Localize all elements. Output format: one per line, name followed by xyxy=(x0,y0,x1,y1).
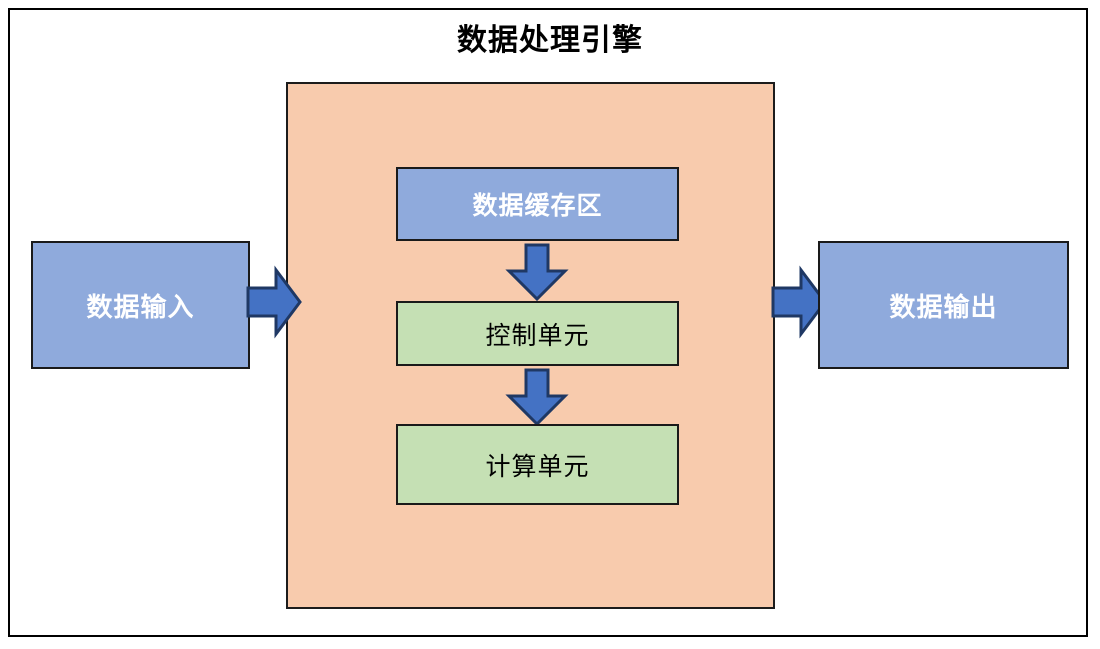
arrow-control-to-compute-icon xyxy=(505,368,569,427)
page-title: 数据处理引擎 xyxy=(457,24,643,57)
node-compute-unit[interactable]: 计算单元 xyxy=(396,424,679,505)
arrow-cache-to-control-icon xyxy=(505,243,569,302)
node-data-cache[interactable]: 数据缓存区 xyxy=(396,167,679,241)
node-control-unit[interactable]: 控制单元 xyxy=(396,301,679,366)
node-data-input[interactable]: 数据输入 xyxy=(31,241,250,369)
node-data-output[interactable]: 数据输出 xyxy=(818,241,1069,369)
arrow-engine-to-output-icon xyxy=(771,265,827,339)
arrow-input-to-engine-icon xyxy=(246,265,302,339)
